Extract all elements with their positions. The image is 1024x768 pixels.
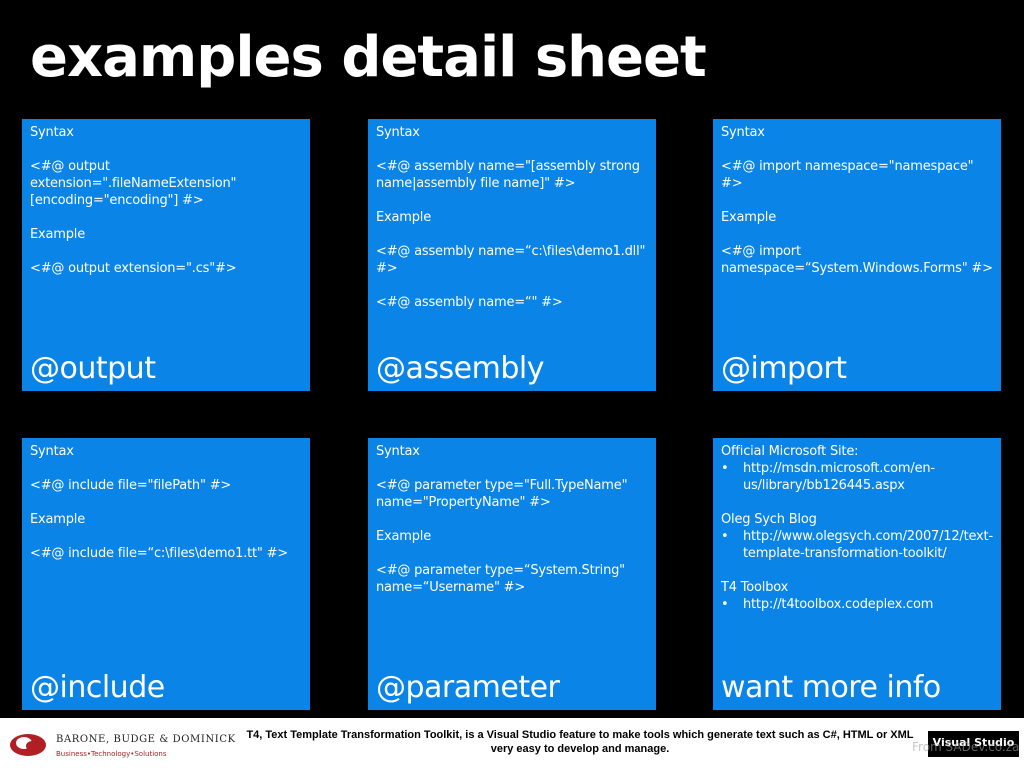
list-item: • http://t4toolbox.codeplex.com — [721, 596, 993, 613]
tile-line: <#@ output extension=".cs"#> — [30, 261, 237, 276]
logo-name: BARONE, BUDGE & DOMINICK — [56, 734, 236, 745]
logo-mark-icon — [10, 734, 46, 756]
tile-body: Official Microsoft Site: • http://msdn.m… — [721, 443, 993, 613]
tile-line — [376, 141, 648, 158]
link-olegsych[interactable]: http://www.olegsych.com/2007/12/text-tem… — [743, 529, 993, 561]
list-item: • http://www.olegsych.com/2007/12/text-t… — [721, 528, 993, 562]
watermark: From SADev.co.za — [912, 740, 1020, 754]
tile-heading: @output — [30, 351, 156, 386]
tile-line — [30, 528, 302, 545]
tile-line — [30, 460, 302, 477]
bullet-icon: • — [721, 529, 729, 544]
tile-line — [30, 209, 302, 226]
spacer — [721, 494, 993, 511]
tile-line: Example — [721, 210, 776, 225]
tile-assembly: Syntax <#@ assembly name="[assembly stro… — [368, 119, 656, 391]
tile-line: <#@ assembly name=“" #> — [376, 295, 563, 310]
tile-line — [721, 192, 993, 209]
section-label: Oleg Sych Blog — [721, 512, 817, 527]
tile-heading: @assembly — [376, 351, 544, 386]
tile-more-info: Official Microsoft Site: • http://msdn.m… — [713, 438, 1001, 710]
tile-line: <#@ import namespace="namespace" #> — [721, 159, 974, 191]
tile-line: Example — [30, 227, 85, 242]
tile-line — [376, 226, 648, 243]
tile-line: Example — [376, 529, 431, 544]
visual-studio-badge: Visual Studio — [928, 731, 1019, 757]
company-logo: BARONE, BUDGE & DOMINICK Business•Techno… — [8, 728, 235, 762]
section-label: Official Microsoft Site: — [721, 444, 859, 459]
tile-line: <#@ include file="filePath" #> — [30, 478, 232, 493]
tile-line — [376, 460, 648, 477]
logo-tagline: Business•Technology•Solutions — [56, 750, 167, 758]
tile-line — [376, 277, 648, 294]
tile-line: <#@ import namespace=“System.Windows.For… — [721, 244, 993, 276]
footer-bar: BARONE, BUDGE & DOMINICK Business•Techno… — [0, 718, 1024, 768]
tile-line: Syntax — [721, 125, 765, 140]
tile-line — [376, 545, 648, 562]
bullet-icon: • — [721, 461, 729, 476]
tile-heading: @parameter — [376, 670, 560, 705]
spacer — [721, 562, 993, 579]
tile-body: Syntax <#@ parameter type="Full.TypeName… — [376, 443, 648, 596]
bullet-icon: • — [721, 597, 729, 612]
tile-parameter: Syntax <#@ parameter type="Full.TypeName… — [368, 438, 656, 710]
tile-line — [721, 226, 993, 243]
tile-body: Syntax <#@ import namespace="namespace" … — [721, 124, 993, 277]
link-msdn[interactable]: http://msdn.microsoft.com/en-us/library/… — [743, 461, 935, 493]
section-label: T4 Toolbox — [721, 580, 789, 595]
tile-line: <#@ output extension=".fileNameExtension… — [30, 159, 237, 208]
tile-line: <#@ include file=“c:\files\demo1.tt" #> — [30, 546, 288, 561]
tile-line: <#@ assembly name="[assembly strong name… — [376, 159, 640, 191]
tile-line: Syntax — [376, 125, 420, 140]
tile-heading: want more info — [721, 670, 941, 705]
tile-line: Syntax — [30, 125, 74, 140]
list-item: • http://msdn.microsoft.com/en-us/librar… — [721, 460, 993, 494]
tile-line: <#@ parameter type="Full.TypeName" name=… — [376, 478, 628, 510]
tile-body: Syntax <#@ include file="filePath" #> Ex… — [30, 443, 302, 562]
tile-heading: @include — [30, 670, 165, 705]
tile-line — [30, 141, 302, 158]
tile-line — [376, 511, 648, 528]
link-t4toolbox[interactable]: http://t4toolbox.codeplex.com — [743, 597, 934, 612]
tile-import: Syntax <#@ import namespace="namespace" … — [713, 119, 1001, 391]
tile-line — [376, 192, 648, 209]
tile-line: Syntax — [376, 444, 420, 459]
tile-line: <#@ parameter type=“System.String" name=… — [376, 563, 625, 595]
footer-note: T4, Text Template Transformation Toolkit… — [246, 729, 914, 755]
tile-line: Example — [30, 512, 85, 527]
tile-line: Syntax — [30, 444, 74, 459]
tile-line — [721, 141, 993, 158]
tile-line — [30, 494, 302, 511]
tile-line: <#@ assembly name=“c:\files\demo1.dll" #… — [376, 244, 646, 276]
page-title: examples detail sheet — [30, 25, 707, 90]
tile-heading: @import — [721, 351, 847, 386]
tile-body: Syntax <#@ output extension=".fileNameEx… — [30, 124, 302, 277]
tile-line — [30, 243, 302, 260]
tile-output: Syntax <#@ output extension=".fileNameEx… — [22, 119, 310, 391]
tile-body: Syntax <#@ assembly name="[assembly stro… — [376, 124, 648, 311]
tile-include: Syntax <#@ include file="filePath" #> Ex… — [22, 438, 310, 710]
tile-line: Example — [376, 210, 431, 225]
